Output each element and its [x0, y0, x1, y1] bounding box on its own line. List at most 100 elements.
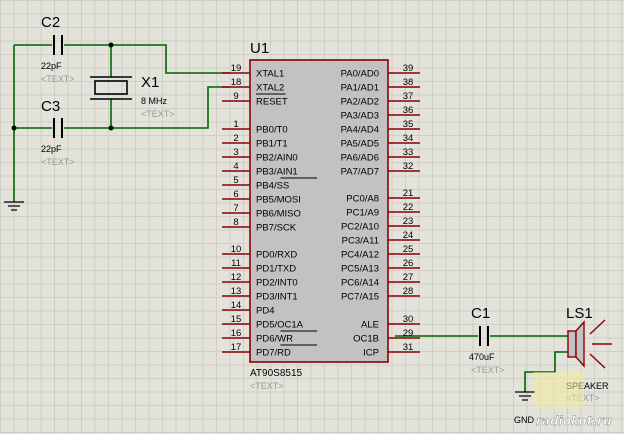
pin-name: PB5/MOSI	[256, 195, 301, 206]
c2-value: 22pF	[41, 61, 62, 71]
pin-number-11: 11	[231, 258, 241, 269]
pin-number-16: 16	[231, 328, 242, 339]
x1-text: <TEXT>	[141, 109, 175, 119]
pin-name: PA5/AD5	[341, 139, 379, 150]
pin-name: XTAL1	[256, 69, 284, 80]
u1-ref: U1	[250, 40, 269, 57]
pin-name: PA6/AD6	[341, 153, 379, 164]
pin-number-19: 19	[231, 63, 242, 74]
pin-name: PD7/RD	[256, 348, 291, 359]
capacitor-c3[interactable]: C3 22pF <TEXT>	[41, 98, 75, 167]
c1-text: <TEXT>	[471, 365, 505, 375]
pin-name: PC6/A14	[341, 278, 379, 289]
pin-name: RESET	[256, 97, 288, 108]
pin-name: PB3/AIN1	[256, 167, 298, 178]
pin-name: PA0/AD0	[341, 69, 379, 80]
pin-number-17: 17	[231, 342, 242, 353]
pin-number-29: 29	[403, 328, 414, 339]
pin-name: PC3/A11	[342, 236, 379, 247]
c3-ref: C3	[41, 98, 60, 115]
crystal-x1[interactable]: X1 8 MHz <TEXT>	[90, 74, 175, 119]
pin-name: PC1/A9	[346, 208, 379, 219]
capacitor-c1[interactable]: C1 470uF <TEXT>	[469, 305, 505, 375]
pin-name: PB4/SS	[256, 181, 289, 192]
c1-ref: C1	[471, 305, 490, 322]
pin-name: PA4/AD4	[341, 125, 379, 136]
pin-name: ICP	[363, 348, 379, 359]
pin-name: PB7/SCK	[256, 223, 297, 234]
pin-number-37: 37	[403, 91, 414, 102]
junction-dot	[108, 125, 114, 131]
pin-number-26: 26	[403, 258, 414, 269]
pin-name: PC4/A12	[341, 250, 379, 261]
pin-name: PA7/AD7	[341, 167, 379, 178]
pin-name: OC1B	[353, 334, 379, 345]
pin-number-2: 2	[233, 133, 238, 144]
junctions	[11, 42, 114, 131]
pin-number-24: 24	[403, 230, 414, 241]
u1-part: AT90S8515	[250, 368, 303, 379]
pin-number-18: 18	[231, 77, 242, 88]
pin-name: PB2/AIN0	[256, 153, 298, 164]
c1-value: 470uF	[469, 352, 495, 362]
pin-number-8: 8	[233, 217, 238, 228]
pin-number-10: 10	[231, 244, 242, 255]
x1-ref: X1	[141, 74, 159, 91]
c2-ref: C2	[41, 14, 60, 31]
pin-number-35: 35	[403, 119, 414, 130]
pin-name: PA2/AD2	[341, 97, 379, 108]
x1-value: 8 MHz	[141, 96, 168, 106]
pin-name: PC5/A13	[341, 264, 379, 275]
pin-name: PA1/AD1	[341, 83, 379, 94]
pin-number-3: 3	[233, 147, 238, 158]
pin-name: PD1/TXD	[256, 264, 296, 275]
pin-name: PB6/MISO	[256, 209, 301, 220]
ls1-ref: LS1	[566, 305, 593, 322]
pin-number-39: 39	[403, 63, 414, 74]
pin-name: PB0/T0	[256, 125, 288, 136]
u1-text: <TEXT>	[250, 381, 284, 391]
junction-dot	[108, 42, 114, 48]
pin-name: PD6/WR	[256, 334, 293, 345]
gnd-label: GND	[514, 415, 535, 425]
pin-number-23: 23	[403, 216, 414, 227]
pin-name: PD2/INT0	[256, 278, 298, 289]
pin-name: PC0/A8	[346, 194, 379, 205]
pin-number-25: 25	[403, 244, 414, 255]
pin-number-22: 22	[403, 202, 414, 213]
pin-number-31: 31	[403, 342, 414, 353]
pin-number-32: 32	[403, 161, 414, 172]
pin-number-14: 14	[231, 300, 242, 311]
pin-number-4: 4	[233, 161, 238, 172]
pin-number-15: 15	[231, 314, 242, 325]
pin-number-9: 9	[233, 91, 238, 102]
ground-symbol-left	[4, 201, 24, 211]
pin-number-21: 21	[403, 188, 414, 199]
pin-number-13: 13	[231, 286, 242, 297]
pin-name: PD0/RXD	[256, 250, 297, 261]
pin-name: PB1/T1	[256, 139, 288, 150]
pin-number-34: 34	[403, 133, 414, 144]
pin-name: PD4	[256, 306, 274, 317]
watermark: radiokot.ru	[534, 372, 612, 428]
pin-name: PD5/OC1A	[256, 320, 304, 331]
wire-c3-right	[64, 86, 230, 129]
pin-number-12: 12	[231, 272, 242, 283]
pin-name: PA3/AD3	[341, 111, 379, 122]
pin-number-27: 27	[403, 272, 414, 283]
pin-number-1: 1	[233, 119, 238, 130]
pin-name: PC2/A10	[341, 222, 379, 233]
pin-name: PC7/A15	[341, 292, 379, 303]
pin-number-6: 6	[233, 189, 238, 200]
pin-number-28: 28	[403, 286, 414, 297]
pin-number-33: 33	[403, 147, 414, 158]
pin-number-7: 7	[233, 203, 238, 214]
wires	[13, 44, 568, 392]
c3-text: <TEXT>	[41, 157, 75, 167]
watermark-text: radiokot.ru	[536, 414, 612, 428]
pin-name: XTAL2	[256, 83, 284, 94]
capacitor-c2[interactable]: C2 22pF <TEXT>	[41, 14, 75, 84]
